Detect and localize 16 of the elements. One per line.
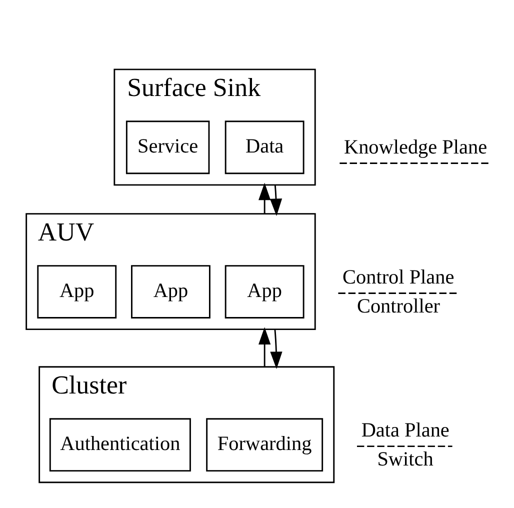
node-box: App	[37, 265, 117, 318]
node-box: Data	[224, 120, 304, 174]
label: Knowledge Plane	[344, 136, 488, 158]
node-box: App	[131, 265, 210, 318]
node-box: Authentication	[49, 418, 191, 472]
arrow	[270, 184, 282, 216]
label: Controller	[356, 295, 440, 318]
node-box: Service	[126, 120, 210, 174]
arrow	[258, 327, 271, 367]
label: Control Plane	[342, 266, 454, 288]
arrow	[270, 329, 282, 370]
node-box: Forwarding	[206, 418, 324, 472]
node-box: App	[224, 265, 304, 318]
arrow	[258, 182, 271, 214]
label: Switch	[377, 448, 434, 470]
label: Data Plane	[361, 419, 450, 442]
